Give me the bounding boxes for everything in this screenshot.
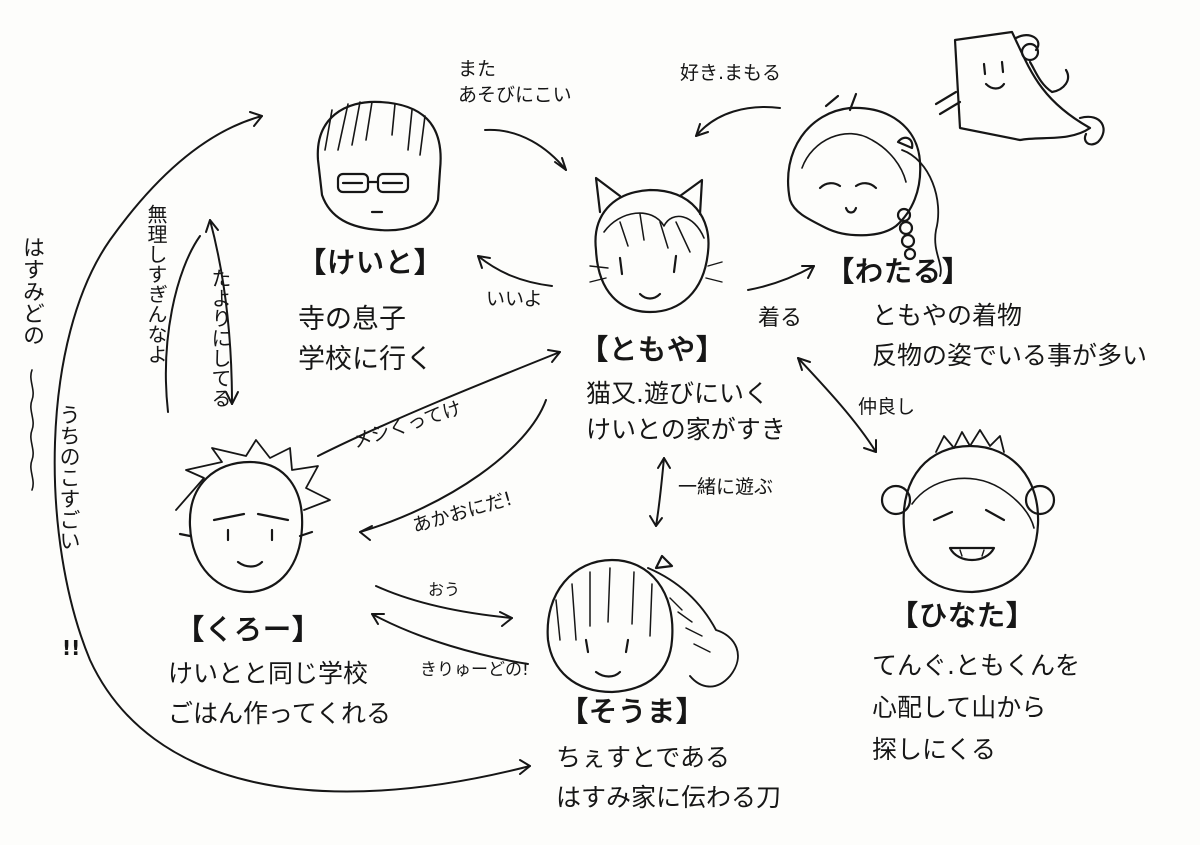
hinata-desc-line3: 探しにくる	[872, 735, 997, 764]
keito-desc-line2: 学校に行く	[298, 344, 433, 375]
hinata-name: 【ひなた】	[890, 599, 1036, 632]
keito-desc-line1: 寺の息子	[298, 304, 406, 335]
edge-label-suki-mamoru: 好き.まもる	[680, 62, 782, 84]
edge-label-muri: 無理しすぎんなよ	[144, 204, 168, 364]
hinata-desc-line2: 心配して山から	[872, 693, 1047, 722]
edge-label-iiyo: いいよ	[486, 288, 543, 310]
edge-label-ou: おう	[428, 580, 461, 599]
keito-name: 【けいと】	[298, 246, 444, 279]
edge-label-kiru: 着る	[758, 306, 803, 331]
kuro-desc-line1: けいとと同じ学校	[168, 659, 369, 688]
tomoya-desc-line1: 猫又.遊びにいく	[586, 379, 769, 408]
edge-label-tayori: たよりにしてる	[208, 268, 232, 408]
edge-label-mata-line1: また	[458, 58, 497, 80]
souma-desc-line2: はすみ家に伝わる刀	[556, 783, 782, 812]
edge-label-bang: !!	[62, 636, 81, 660]
tomoya-portrait	[589, 176, 723, 314]
kuro-desc-line2: ごはん作ってくれる	[168, 699, 392, 728]
relation-arrows	[30, 106, 877, 793]
edge-label-hasumi: はすみどの	[19, 236, 44, 346]
wataru-portrait	[787, 92, 942, 277]
edge-label-kiryu: きりゅーどの!	[420, 660, 529, 680]
edge-label-mata-line2: あそびにこい	[458, 84, 572, 106]
cloth-sketch	[934, 30, 1105, 146]
hinata-portrait	[880, 429, 1056, 594]
hinata-desc-line1: てんぐ.ともくんを	[872, 651, 1080, 680]
tomoya-desc-line2: けいとの家がすき	[586, 415, 786, 444]
wataru-desc-line1: ともやの着物	[872, 301, 1023, 330]
wataru-desc-line2: 反物の姿でいる事が多い	[872, 341, 1148, 370]
souma-name: 【そうま】	[560, 695, 706, 728]
edge-label-issho: 一緒に遊ぶ	[678, 476, 774, 498]
souma-desc-line1: ちぇすとである	[556, 743, 731, 772]
wataru-name: 【わたる】	[826, 255, 972, 288]
edge-label-nakayoshi: 仲良し	[858, 396, 916, 418]
tomoya-name: 【ともや】	[580, 333, 726, 366]
kuro-name: 【くろー】	[176, 613, 322, 646]
souma-portrait	[546, 554, 739, 694]
edge-label-uchino: うちのこすごい	[57, 404, 81, 551]
keito-portrait	[316, 100, 442, 232]
kuro-portrait	[175, 439, 331, 594]
